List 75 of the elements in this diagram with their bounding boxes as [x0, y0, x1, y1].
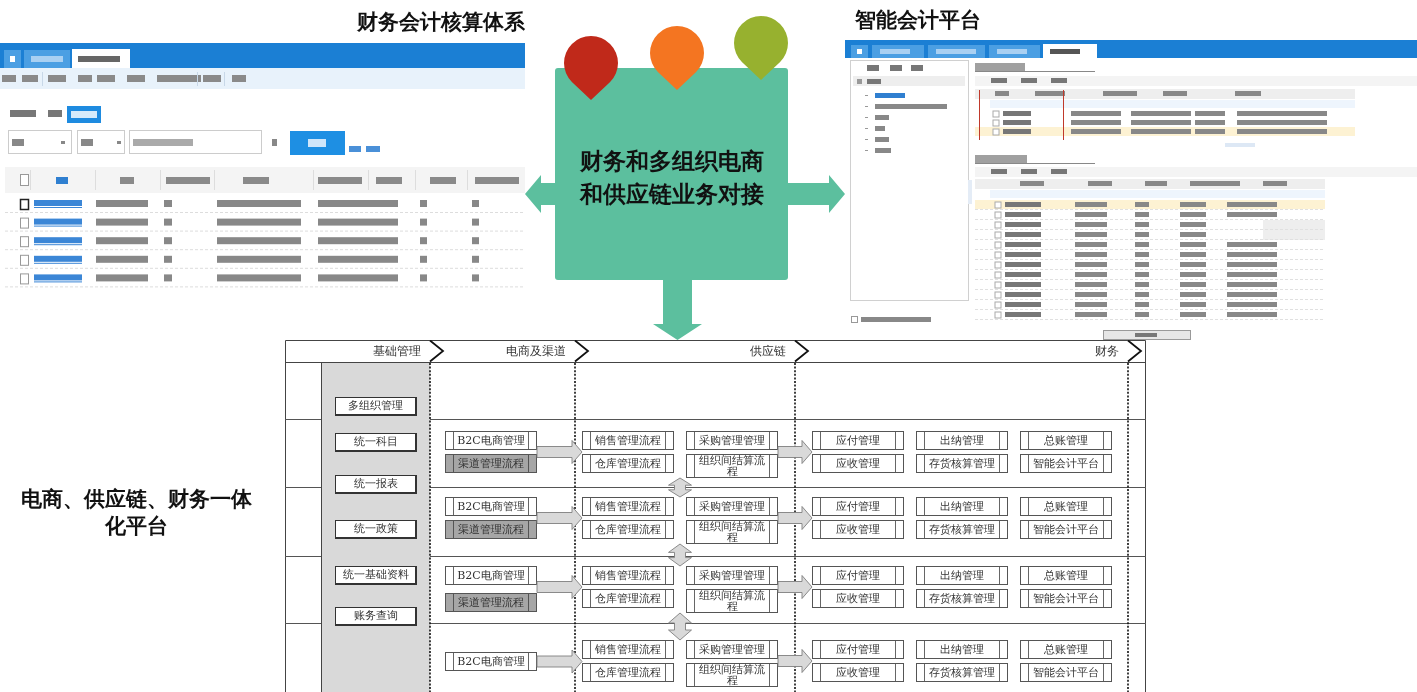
process-box: 组织间结算流程 [686, 454, 778, 478]
process-box: 应付管理 [812, 566, 904, 585]
heading: 财务会计核算体系 [357, 10, 525, 34]
process-box: B2C电商管理 [445, 652, 537, 671]
process-box: 统一报表 [335, 475, 417, 494]
arrow [536, 649, 583, 674]
arrow [777, 649, 813, 673]
process-box: 应收管理 [812, 663, 904, 682]
process-box: 总账管理 [1020, 431, 1112, 450]
column-header: 基础管理 [285, 340, 430, 362]
column-header: 电商及渠道 [430, 340, 575, 362]
process-box: 出纳管理 [916, 640, 1008, 659]
process-box: B2C电商管理 [445, 566, 537, 585]
process-box: 采购管理管理 [686, 431, 778, 450]
process-box: 智能会计平台 [1020, 663, 1112, 682]
process-box: 组织间结算流程 [686, 520, 778, 544]
arrow [525, 175, 555, 213]
arrow [788, 175, 845, 213]
process-box: 存货核算管理 [916, 663, 1008, 682]
process-box: 应收管理 [812, 454, 904, 473]
process-box: 应收管理 [812, 589, 904, 608]
process-box: 存货核算管理 [916, 454, 1008, 473]
double-arrow [668, 543, 692, 567]
process-box: 应付管理 [812, 431, 904, 450]
process-box: 统一政策 [335, 520, 417, 539]
process-box: 组织间结算流程 [686, 589, 778, 613]
process-box: 存货核算管理 [916, 589, 1008, 608]
process-box: 智能会计平台 [1020, 589, 1112, 608]
double-arrow [668, 612, 692, 641]
process-box: 总账管理 [1020, 640, 1112, 659]
process-box: 应收管理 [812, 520, 904, 539]
process-box: 账务查询 [335, 607, 417, 626]
arrow [777, 440, 813, 464]
process-box: 销售管理流程 [582, 566, 674, 585]
arrow [653, 280, 702, 340]
process-box: 仓库管理流程 [582, 454, 674, 473]
process-box: 采购管理管理 [686, 497, 778, 516]
process-box: 智能会计平台 [1020, 454, 1112, 473]
process-box: 仓库管理流程 [582, 589, 674, 608]
process-box: 渠道管理流程 [445, 520, 537, 539]
column-header: 财务 [795, 340, 1128, 362]
double-arrow [668, 477, 692, 498]
process-box: 存货核算管理 [916, 520, 1008, 539]
arrow [536, 440, 583, 464]
process-box: 采购管理管理 [686, 640, 778, 659]
heading: 智能会计平台 [855, 8, 981, 32]
process-box: 渠道管理流程 [445, 593, 537, 612]
process-box: 出纳管理 [916, 431, 1008, 450]
process-box: B2C电商管理 [445, 497, 537, 516]
process-box: 多组织管理 [335, 397, 417, 416]
node-label: 电商、供应链、财务一体化平台 [20, 486, 252, 540]
column-header: 供应链 [575, 340, 795, 362]
process-box: 渠道管理流程 [445, 454, 537, 473]
process-box: 总账管理 [1020, 566, 1112, 585]
process-box: 统一科目 [335, 433, 417, 452]
process-box: 财务和多组织电商和供应链业务对接 [555, 68, 788, 280]
process-box: 应付管理 [812, 497, 904, 516]
process-box: 统一基础资料 [335, 566, 417, 585]
process-box: 智能会计平台 [1020, 520, 1112, 539]
process-box: 销售管理流程 [582, 640, 674, 659]
process-box: 组织间结算流程 [686, 663, 778, 687]
process-box: 总账管理 [1020, 497, 1112, 516]
arrow [536, 575, 583, 599]
process-box: 出纳管理 [916, 497, 1008, 516]
process-box: 应付管理 [812, 640, 904, 659]
arrow [536, 506, 583, 530]
process-box: 出纳管理 [916, 566, 1008, 585]
arrow [777, 575, 813, 599]
process-box: B2C电商管理 [445, 431, 537, 450]
process-box: 仓库管理流程 [582, 520, 674, 539]
process-box: 仓库管理流程 [582, 663, 674, 682]
process-box: 销售管理流程 [582, 431, 674, 450]
process-box: 销售管理流程 [582, 497, 674, 516]
arrow [777, 506, 813, 530]
process-box: 采购管理管理 [686, 566, 778, 585]
